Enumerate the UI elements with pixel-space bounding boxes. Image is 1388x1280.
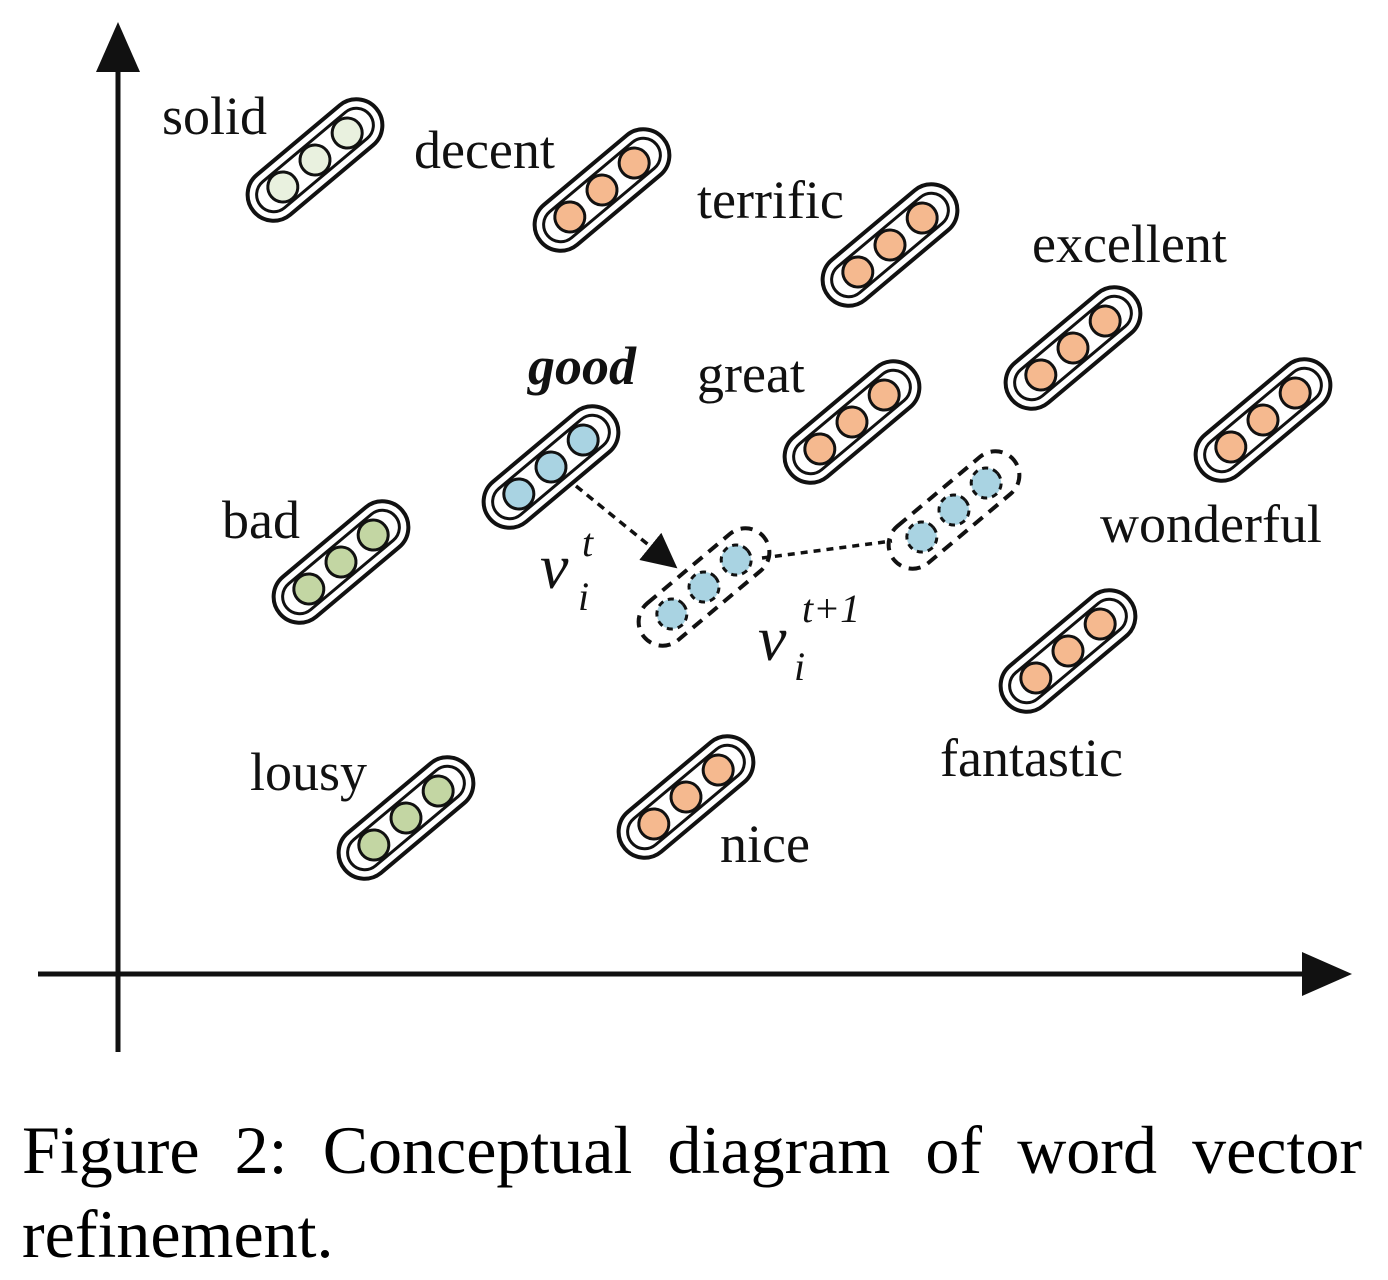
word-vector-vt [636, 526, 772, 648]
word-label-terrific: terrific [697, 170, 844, 230]
vector-capsule-inner [1008, 597, 1128, 705]
vector-component-3 [421, 774, 455, 808]
vector-capsule-inner [1203, 366, 1323, 474]
label-v-t-sup: t [582, 520, 594, 565]
word-label-great: great [697, 344, 805, 404]
vector-component-3 [356, 518, 390, 552]
vector-component-2 [389, 801, 423, 835]
vector-capsule-inner [830, 191, 950, 299]
word-vector-vt1 [886, 449, 1022, 571]
vector-component-1 [803, 432, 837, 466]
word-label-decent: decent [414, 120, 555, 180]
vector-component-2 [687, 570, 721, 604]
vector-component-1 [357, 828, 391, 862]
label-v-t1-base: v [758, 603, 787, 674]
vector-component-2 [1246, 403, 1280, 437]
vector-capsule-dashed [886, 449, 1022, 571]
vector-component-1 [637, 807, 671, 841]
vector-component-3 [701, 753, 735, 787]
word-label-wonderful: wonderful [1100, 494, 1322, 554]
word-label-bad: bad [222, 490, 300, 550]
vector-component-1 [655, 597, 689, 631]
vector-component-3 [719, 543, 753, 577]
y-axis-arrowhead [96, 22, 140, 72]
label-v-t-base: v [540, 531, 569, 602]
label-v-t1-sub: i [794, 644, 805, 689]
vector-component-2 [1056, 331, 1090, 365]
x-axis-arrowhead [1302, 952, 1352, 996]
vector-component-3 [330, 116, 364, 150]
word-vector-bad [271, 499, 411, 625]
vector-capsule-dashed [636, 526, 772, 648]
vector-component-2 [873, 228, 907, 262]
vector-capsule-inner [542, 136, 662, 244]
vector-capsule-inner [626, 743, 746, 851]
vector-component-1 [1019, 661, 1053, 695]
vector-component-1 [292, 572, 326, 606]
word-vector-lousy [336, 755, 476, 881]
word-label-nice: nice [720, 814, 810, 874]
figure-caption: Figure 2: Conceptual diagram of word vec… [22, 1112, 1362, 1272]
word-vector-good [481, 404, 621, 530]
vector-component-3 [1083, 607, 1117, 641]
vector-component-3 [1088, 304, 1122, 338]
label-v-t1-sup: t+1 [802, 586, 860, 631]
word-label-good: good [527, 336, 637, 396]
word-vector-excellent [1003, 285, 1143, 411]
vector-component-1 [502, 477, 536, 511]
word-label-fantastic: fantastic [940, 728, 1123, 788]
vector-component-2 [1051, 634, 1085, 668]
word-vector-solid [245, 97, 385, 223]
vector-component-2 [835, 405, 869, 439]
vector-capsule-inner [346, 764, 466, 872]
vector-component-2 [669, 780, 703, 814]
vector-component-2 [585, 173, 619, 207]
vector-component-1 [266, 170, 300, 204]
label-v-t-sub: i [578, 574, 589, 619]
vector-capsule-inner [281, 508, 401, 616]
vector-component-3 [867, 378, 901, 412]
vector-component-3 [969, 466, 1003, 500]
vector-component-3 [617, 146, 651, 180]
vector-capsule-inner [491, 413, 611, 521]
vector-capsule-inner [1013, 294, 1133, 402]
vector-component-1 [1214, 430, 1248, 464]
word-vector-great [782, 359, 922, 485]
vector-component-3 [905, 201, 939, 235]
vector-component-2 [534, 450, 568, 484]
vector-component-1 [1024, 358, 1058, 392]
vector-component-2 [298, 143, 332, 177]
vector-component-1 [553, 200, 587, 234]
word-vector-fantastic [998, 588, 1138, 714]
word-label-solid: solid [162, 86, 267, 146]
word-vector-nice [616, 734, 756, 860]
vector-component-1 [841, 255, 875, 289]
word-vector-terrific [820, 182, 960, 308]
vector-component-2 [324, 545, 358, 579]
word-vector-decent [532, 127, 672, 253]
move-arrow-good-to-vt [574, 484, 678, 569]
word-label-lousy: lousy [250, 742, 367, 802]
vector-capsule-inner [255, 106, 375, 214]
vector-component-3 [1278, 376, 1312, 410]
word-vector-wonderful [1193, 357, 1333, 483]
vector-component-2 [937, 493, 971, 527]
vector-component-3 [566, 423, 600, 457]
connector-vt-to-vt1 [761, 539, 893, 560]
word-label-excellent: excellent [1032, 214, 1227, 274]
vector-component-1 [905, 520, 939, 554]
vector-capsule-inner [792, 368, 912, 476]
word-vector-diagram: solid decent terrific excellent good gre… [38, 22, 1352, 1052]
